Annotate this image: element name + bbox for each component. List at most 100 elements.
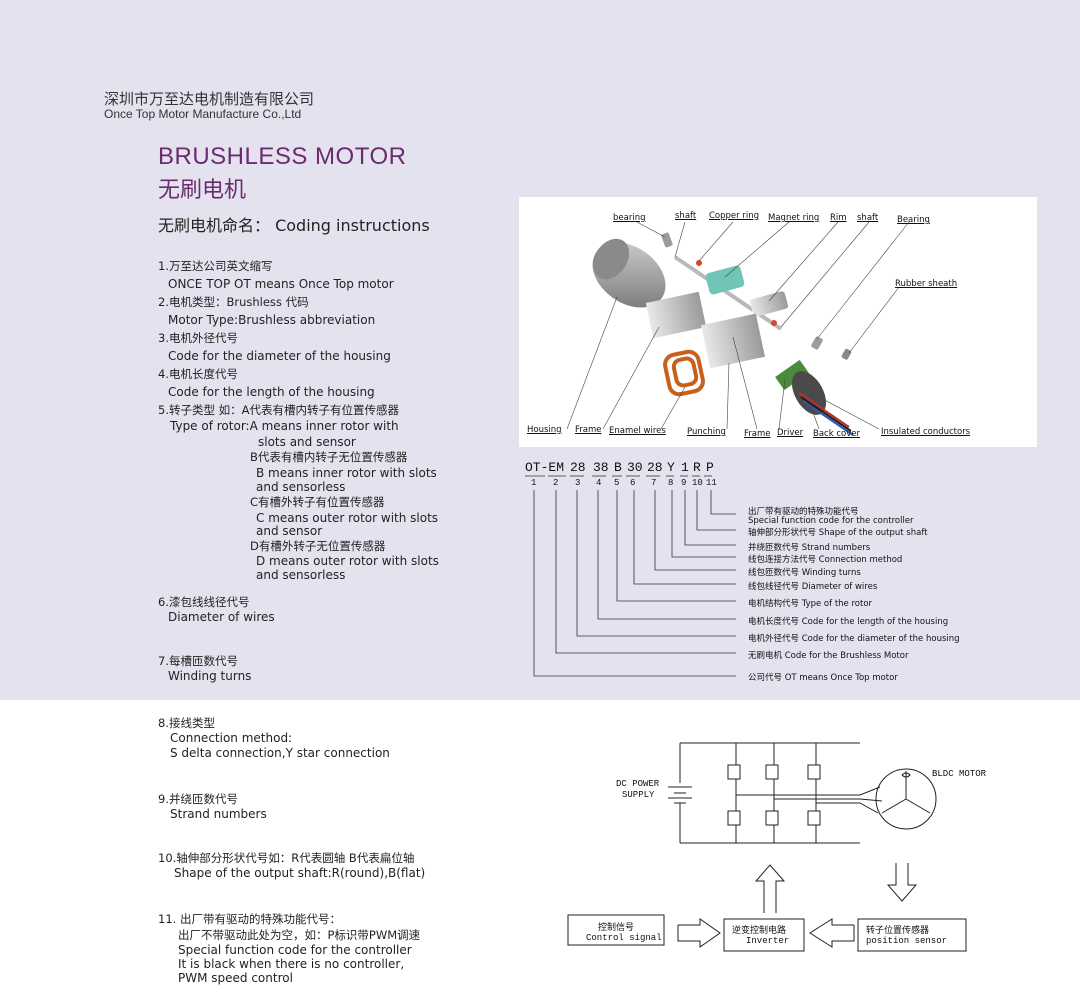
frame-part — [645, 291, 707, 339]
punching-part — [701, 313, 765, 369]
legend-shaft: 轴伸部分形状代号 Shape of the output shaft — [748, 528, 928, 538]
back-cover-part — [791, 371, 827, 415]
instruction-5-en-d2: and sensorless — [256, 568, 346, 582]
label-enamel-wires: Enamel wires — [609, 426, 666, 436]
instruction-11-en-b: It is black when there is no controller, — [178, 957, 405, 971]
code-seg-4: B — [614, 460, 622, 475]
legend-housing-diameter: 电机外径代号 Code for the diameter of the hous… — [748, 634, 960, 644]
section-subtitle: 无刷电机命名： Coding instructions — [158, 216, 430, 235]
code-seg-9: R — [693, 460, 701, 475]
sensor-cn: 转子位置传感器 — [866, 926, 930, 936]
instruction-5-en-a: Type of rotor:A means inner rotor with — [170, 419, 399, 433]
code-num-6: 6 — [630, 478, 636, 488]
label-frame: Frame — [575, 425, 602, 435]
instruction-10-en: Shape of the output shaft:R(round),B(fla… — [174, 866, 426, 880]
instruction-8-en-b: S delta connection,Y star connection — [170, 746, 390, 760]
label-rim: Rim — [830, 213, 847, 223]
label-insulated-conductors: Insulated conductors — [881, 427, 971, 437]
code-num-2: 2 — [553, 478, 559, 488]
sensor-en: position sensor — [866, 936, 948, 946]
bearing-right-part — [811, 336, 823, 350]
code-num-11: 11 — [706, 478, 717, 488]
label-bearing: bearing — [613, 213, 646, 223]
instruction-3-en: Code for the diameter of the housing — [168, 349, 391, 363]
instruction-5-en-b2: and sensorless — [256, 480, 346, 494]
code-seg-5: 30 — [627, 460, 643, 475]
copper-ring-part — [696, 260, 702, 266]
instruction-5-cn-d: D有槽外转子无位置传感器 — [250, 539, 386, 553]
code-seg-2: 28 — [570, 460, 586, 475]
label-punching: Punching — [687, 427, 726, 437]
instruction-4-cn: 4.电机长度代号 — [158, 367, 238, 381]
instruction-5-en-c: C means outer rotor with slots — [256, 511, 439, 525]
code-num-1: 1 — [531, 478, 537, 488]
instruction-5-cn: 5.转子类型 如：A代表有槽内转子有位置传感器 — [158, 403, 399, 417]
control-signal-en: Control signal — [586, 933, 662, 943]
label-magnet-ring: Magnet ring — [768, 213, 820, 223]
instruction-11-cn: 11. 出厂带有驱动的特殊功能代号： — [158, 912, 341, 926]
legend-winding: 线包匝数代号 Winding turns — [748, 568, 861, 578]
housing-part — [592, 238, 666, 308]
instruction-4-en: Code for the length of the housing — [168, 385, 375, 399]
label-shaft: shaft — [675, 211, 697, 221]
legend-connection: 线包连接方法代号 Connection method — [748, 555, 903, 565]
code-seg-8: 1 — [681, 460, 689, 475]
instruction-6-en: Diameter of wires — [168, 610, 275, 624]
motor-label: BLDC MOTOR — [932, 769, 987, 779]
control-signal-cn: 控制信号 — [598, 923, 635, 933]
code-num-4: 4 — [596, 478, 602, 488]
instruction-5-en-c2: and sensor — [256, 524, 323, 538]
label-driver: Driver — [777, 428, 804, 438]
driver-part — [775, 359, 809, 391]
instruction-10-cn: 10.轴伸部分形状代号如：R代表圆轴 B代表扁位轴 — [158, 851, 415, 865]
coding-bracket-lines — [525, 475, 736, 677]
legend-brushless: 无刷电机 Code for the Brushless Motor — [748, 651, 909, 661]
instruction-2-en: Motor Type:Brushless abbreviation — [168, 313, 376, 327]
rim-part — [749, 291, 789, 317]
rim-ring-part — [771, 320, 777, 326]
page-title-en: BRUSHLESS MOTOR — [158, 143, 407, 170]
instruction-5-en-a2: slots and sensor — [258, 435, 356, 449]
label-rubber-sheath: Rubber sheath — [895, 279, 958, 289]
code-seg-3: 38 — [593, 460, 609, 475]
instruction-11-cn-b: 出厂不带驱动此处为空，如：P标识带PWM调速 — [178, 928, 421, 942]
legend-special-cn: 出厂带有驱动的特殊功能代号 — [748, 507, 859, 517]
legend-length: 电机长度代号 Code for the length of the housin… — [748, 617, 949, 627]
label-housing: Housing — [527, 425, 562, 435]
code-num-10: 10 — [692, 478, 703, 488]
label-copper-ring: Copper ring — [709, 211, 759, 221]
bldc-circuit-diagram: DC POWER SUPPLY BLDC MOTOR 控制信号 Control … — [560, 735, 1000, 970]
label-bearing-2: Bearing — [897, 215, 930, 225]
instruction-1-en: ONCE TOP OT means Once Top motor — [168, 277, 394, 291]
instruction-9-en: Strand numbers — [170, 807, 267, 821]
code-seg-7: Y — [667, 460, 675, 475]
legend-rotor: 电机结构代号 Type of the rotor — [748, 599, 873, 609]
instruction-11-en-a: Special function code for the controller — [178, 943, 412, 957]
instruction-5-cn-c: C有槽外转子有位置传感器 — [250, 495, 385, 509]
code-num-8: 8 — [668, 478, 674, 488]
magnet-ring-part — [705, 265, 745, 295]
power-label-1: DC POWER — [616, 779, 660, 789]
label-shaft-2: shaft — [857, 213, 879, 223]
code-seg-10: P — [706, 460, 714, 475]
code-num-7: 7 — [651, 478, 657, 488]
instruction-5-cn-b: B代表有槽内转子无位置传感器 — [250, 450, 408, 464]
code-num-5: 5 — [614, 478, 620, 488]
instruction-8-en-a: Connection method: — [170, 731, 293, 745]
leader-lines — [566, 221, 910, 430]
instruction-6-cn: 6.漆包线线径代号 — [158, 595, 250, 609]
inverter-en: Inverter — [746, 936, 790, 946]
legend-special-en: Special function code for the controller — [748, 516, 914, 526]
label-back-cover: Back cover — [813, 429, 860, 439]
instruction-3-cn: 3.电机外径代号 — [158, 331, 238, 345]
label-frame-2: Frame — [744, 429, 771, 439]
legend-company: 公司代号 OT means Once Top motor — [748, 673, 898, 683]
instruction-1-cn: 1.万至达公司英文缩写 — [158, 259, 273, 273]
page-title-cn: 无刷电机 — [158, 178, 247, 203]
instruction-2-cn: 2.电机类型：Brushless 代码 — [158, 295, 309, 309]
legend-diameter-wires: 线包线径代号 Diameter of wires — [748, 582, 878, 592]
power-label-2: SUPPLY — [622, 790, 655, 800]
shaft-part — [673, 255, 783, 331]
instruction-8-cn: 8.接线类型 — [158, 716, 215, 730]
code-num-3: 3 — [575, 478, 581, 488]
